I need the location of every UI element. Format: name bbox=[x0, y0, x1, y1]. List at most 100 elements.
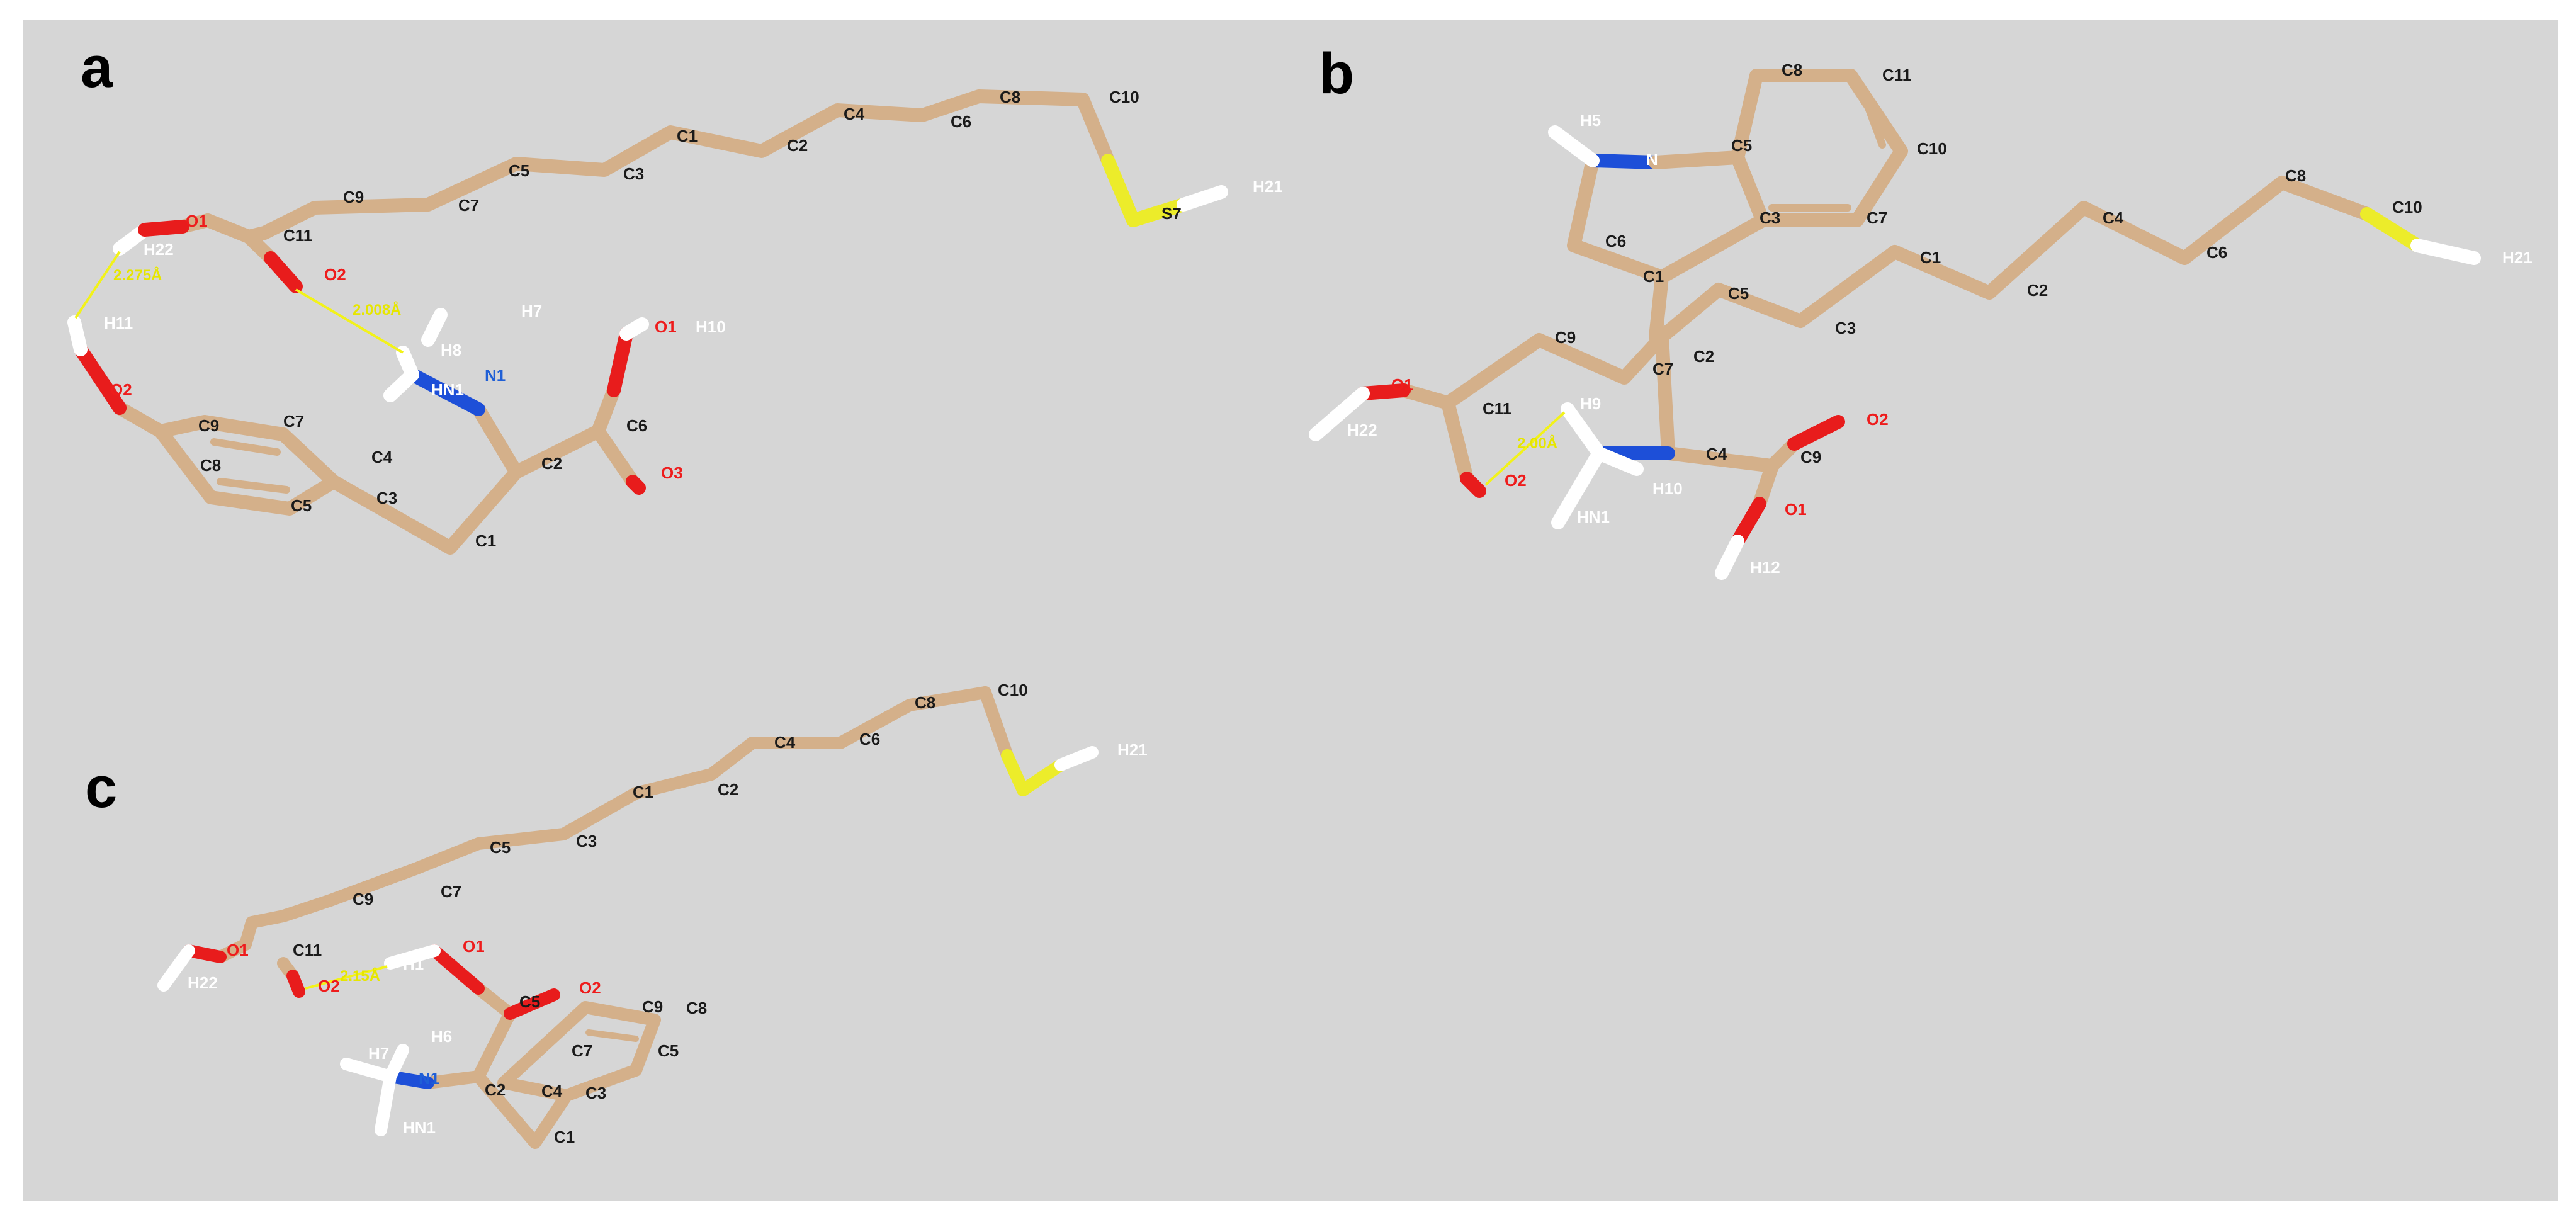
panel-c-alkyl-chain bbox=[214, 686, 991, 963]
panel-b-letter: b bbox=[1319, 42, 1354, 106]
atom-label: C3 bbox=[376, 489, 397, 507]
atom-label: O1 bbox=[186, 212, 208, 230]
panel-b-h12 bbox=[1715, 535, 1744, 580]
panel-c-c2-n1 bbox=[422, 1070, 485, 1089]
atom-label: H22 bbox=[144, 240, 174, 259]
atom-label: C2 bbox=[2027, 281, 2048, 300]
hbond-distance: 2.00Å bbox=[1517, 434, 1557, 452]
panel-a-ring-o2-bond bbox=[113, 401, 167, 438]
panel-c-n1-h6 bbox=[384, 1044, 409, 1083]
atom-label: O3 bbox=[661, 463, 683, 482]
atom-label: H1 bbox=[403, 954, 424, 973]
panel-b-hbonds bbox=[1484, 411, 1566, 486]
atom-label: O1 bbox=[1391, 375, 1413, 394]
atom-label: N bbox=[1646, 150, 1658, 169]
atom-label: C9 bbox=[353, 890, 373, 908]
panel-a-h21 bbox=[1177, 185, 1228, 212]
panel-c-o1-h bbox=[384, 944, 441, 970]
atom-label: C2 bbox=[541, 454, 562, 473]
atom-label: C7 bbox=[441, 882, 461, 901]
panel-c-thiol-bond bbox=[979, 686, 1014, 762]
panel-b-h21 bbox=[2410, 239, 2481, 265]
atom-label: C6 bbox=[859, 730, 880, 749]
atom-label: O2 bbox=[1867, 410, 1889, 429]
atom-label: C7 bbox=[283, 412, 304, 431]
panel-a-thiol-bond bbox=[1076, 93, 1115, 167]
atom-label: C1 bbox=[633, 783, 653, 801]
panel-a-sulfur bbox=[1101, 154, 1140, 227]
panel-a-o2b-atom bbox=[97, 377, 127, 415]
atom-label: C10 bbox=[998, 681, 1028, 699]
panel-b-carboxyl-c11-o2 bbox=[1460, 472, 1486, 498]
panel-c-hbonds bbox=[305, 965, 388, 990]
panel-a-n1-h7 bbox=[421, 308, 448, 347]
panel-a-bonds bbox=[67, 89, 1228, 555]
panel-a-ring-double-2 bbox=[217, 478, 290, 494]
atom-label: C7 bbox=[1867, 208, 1887, 227]
atom-label: C7 bbox=[458, 196, 479, 215]
panel-b-hbond-1 bbox=[1484, 411, 1566, 486]
panel-a-h11 bbox=[67, 315, 88, 356]
atom-label: C5 bbox=[509, 161, 529, 180]
figure-background bbox=[23, 20, 2558, 1201]
panel-c-labels: C10 C8 H21 C6 C4 C2 C1 C3 C5 C7 C9 O1 C1… bbox=[188, 681, 1148, 1146]
atom-label: C2 bbox=[718, 780, 738, 799]
atom-label: C4 bbox=[541, 1082, 563, 1100]
atom-label: C5 bbox=[519, 992, 540, 1011]
atom-label: H21 bbox=[2502, 248, 2533, 267]
panel-a-o1-carboxyl-atom bbox=[607, 327, 633, 397]
atom-label: C1 bbox=[677, 127, 698, 145]
hbond-distance: 2.15Å bbox=[340, 967, 380, 985]
atom-label: HN1 bbox=[403, 1118, 436, 1137]
atom-label: O2 bbox=[1505, 471, 1527, 490]
atom-label: C3 bbox=[1760, 208, 1780, 227]
atom-label: S7 bbox=[1161, 204, 1182, 223]
atom-label: C9 bbox=[343, 188, 364, 206]
atom-label: HN1 bbox=[1577, 507, 1610, 526]
panel-a: a bbox=[67, 35, 1283, 555]
atom-label: O1 bbox=[463, 937, 485, 956]
atom-label: C8 bbox=[1782, 60, 1802, 79]
panel-c-c5-o2 bbox=[504, 988, 560, 1020]
panel-b-n-hn1 bbox=[1551, 446, 1606, 529]
atom-label: H10 bbox=[696, 317, 726, 336]
atom-label: C4 bbox=[2103, 208, 2124, 227]
panel-b-pyrrole-n bbox=[1586, 154, 1663, 169]
panel-b-h22 bbox=[1309, 387, 1370, 441]
atom-label: N1 bbox=[485, 366, 506, 385]
atom-label: HN1 bbox=[431, 380, 464, 399]
panel-a-labels: C10 C8 C6 C4 C2 C1 C3 C5 C7 C9 C11 O1 H2… bbox=[104, 88, 1283, 550]
panel-a-n1-hn1 bbox=[383, 368, 419, 402]
atom-label: C8 bbox=[686, 999, 707, 1017]
atom-label: C6 bbox=[1605, 232, 1626, 251]
atom-label: C1 bbox=[1920, 248, 1941, 267]
panel-b: b bbox=[1309, 42, 2533, 580]
panel-c-phenyl-ring bbox=[497, 1001, 661, 1102]
atom-label: C7 bbox=[572, 1041, 592, 1060]
atom-label: C6 bbox=[2206, 243, 2227, 262]
panel-b-c11-o1 bbox=[1397, 383, 1455, 410]
panel-b-sulfur bbox=[2360, 207, 2424, 252]
panel-b-n-h10 bbox=[1592, 446, 1644, 476]
atom-label: H22 bbox=[188, 973, 218, 992]
panel-a-hbond-2 bbox=[295, 288, 404, 354]
panel-c-c2-c1 bbox=[472, 1070, 573, 1149]
atom-label: C9 bbox=[1555, 328, 1576, 347]
atom-label: O2 bbox=[324, 265, 346, 284]
atom-label: H21 bbox=[1117, 740, 1148, 759]
atom-label: H9 bbox=[1580, 394, 1601, 413]
panel-c-n1-h7 bbox=[340, 1058, 397, 1083]
atom-label: C11 bbox=[283, 226, 312, 245]
atom-label: H7 bbox=[368, 1044, 389, 1063]
atom-label: H8 bbox=[441, 341, 461, 359]
panel-a-ring-double-1 bbox=[210, 438, 281, 456]
atom-label: C6 bbox=[626, 416, 647, 435]
panel-c-hbond-1 bbox=[305, 965, 388, 990]
atom-label: H10 bbox=[1652, 479, 1683, 498]
panel-b-n-h9 bbox=[1561, 402, 1606, 460]
panel-c-h22 bbox=[157, 944, 195, 992]
atom-label: O2 bbox=[110, 380, 132, 399]
panel-c-n1-hn1 bbox=[375, 1070, 397, 1136]
atom-label: C4 bbox=[844, 105, 865, 123]
